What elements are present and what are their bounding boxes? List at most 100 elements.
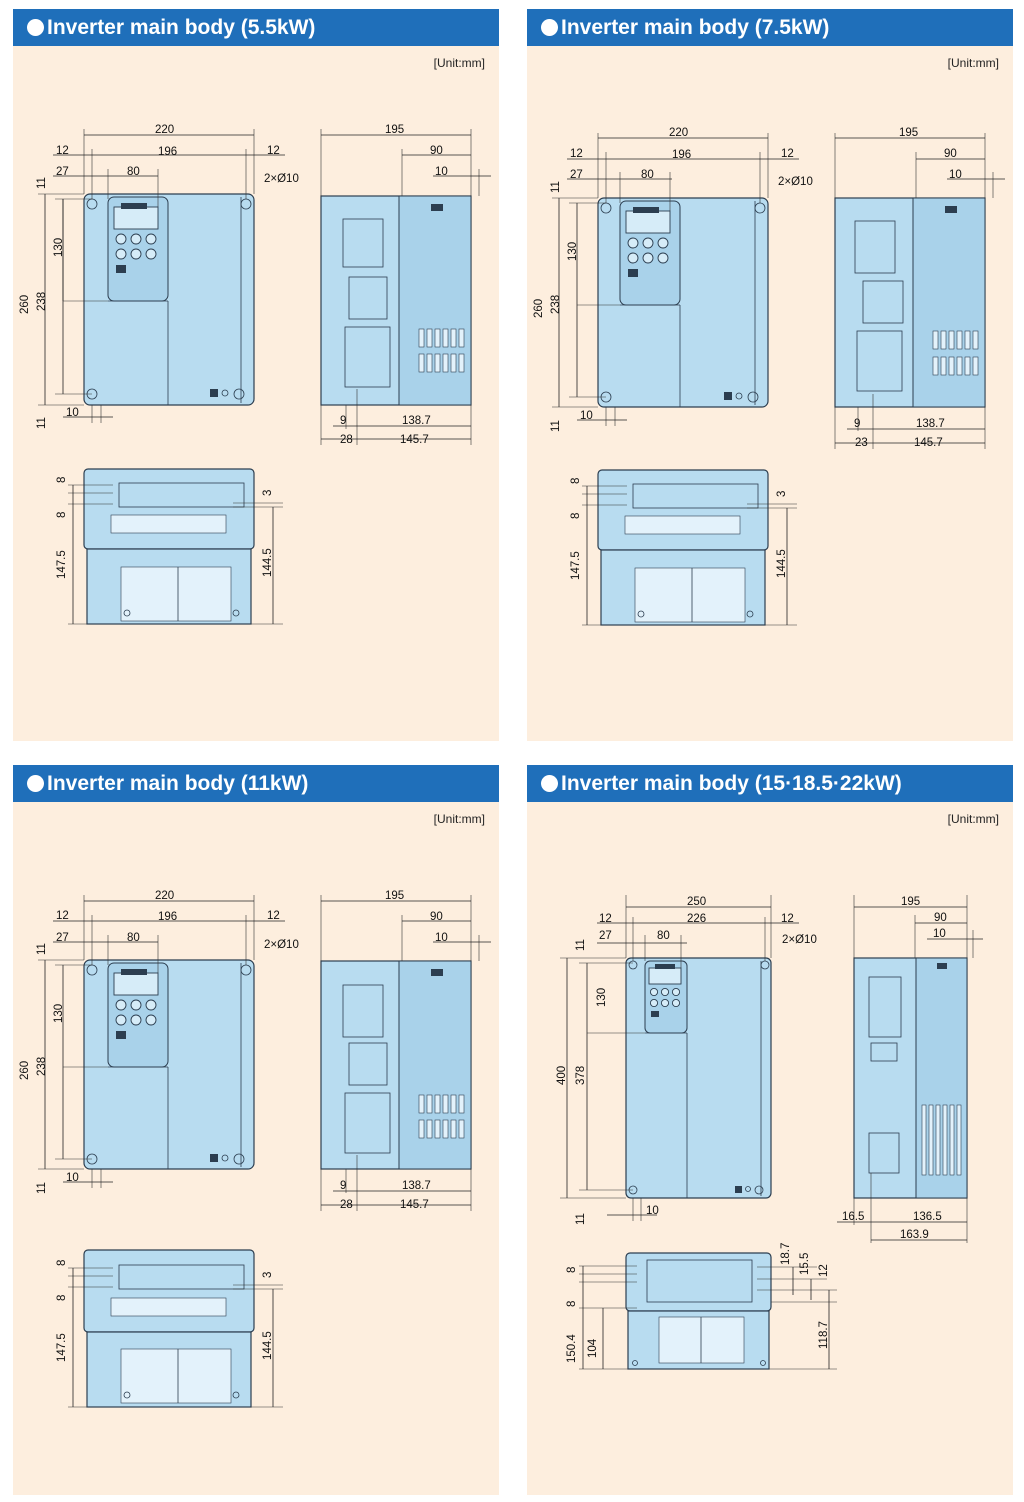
dim-bottom-a: 8 [566, 1267, 578, 1273]
unit-label: [Unit:mm] [947, 56, 999, 70]
dim-bottom: 11 [36, 417, 48, 429]
dim-margin-right: 12 [267, 145, 280, 157]
dim-bottom-offset: 10 [66, 407, 79, 419]
dim-depth-1: 90 [944, 148, 957, 160]
bullet-icon [541, 19, 558, 36]
dim-side-b4: 145.7 [400, 434, 429, 446]
side-view: 195 90 10 16.5 136.5 163.9 [837, 895, 983, 1243]
dim-margin-left: 12 [56, 910, 69, 922]
dim-height-inner: 238 [550, 295, 562, 314]
dim-width-total: 250 [687, 896, 706, 908]
dim-keypad-height: 130 [596, 988, 608, 1007]
dim-depth-1: 90 [934, 912, 947, 924]
bullet-icon [541, 775, 558, 792]
dim-margin-right: 12 [267, 910, 280, 922]
dim-bottom-c2: 104 [587, 1338, 599, 1358]
dim-depth-2: 10 [435, 166, 448, 178]
dim-bottom-a: 8 [56, 477, 68, 483]
dim-width-total: 220 [155, 124, 174, 136]
dim-bottom-e: 144.5 [262, 1331, 274, 1360]
dim-width-inner: 196 [158, 146, 177, 158]
dim-margin-left: 12 [570, 148, 583, 160]
dim-bottom-e: 15.5 [799, 1253, 811, 1275]
dim-hole: 2×Ø10 [778, 176, 813, 188]
dim-top: 11 [36, 177, 48, 189]
dim-width-inner: 226 [687, 913, 706, 925]
dim-side-b4: 145.7 [400, 1199, 429, 1211]
dim-bottom-d: 3 [262, 1272, 274, 1278]
dim-keypad-width: 80 [641, 169, 654, 181]
panel-title: Inverter main body (7.5kW) [561, 16, 830, 39]
dim-depth: 195 [385, 890, 404, 902]
panel-title: Inverter main body (11kW) [47, 772, 309, 795]
dim-bottom: 11 [36, 1182, 48, 1194]
dimension-drawing: 220 196 12 12 27 80 2×Ø10 260 238 11 130… [19, 890, 491, 1408]
dim-bottom-b: 8 [570, 513, 582, 519]
bullet-icon [27, 19, 44, 36]
dim-depth: 195 [385, 124, 404, 136]
dim-side-b3: 23 [855, 437, 868, 449]
dim-keypad-width: 80 [127, 166, 140, 178]
front-view: 220 196 12 12 27 80 2×Ø10 260 238 11 130… [533, 127, 813, 432]
panel-15-18-5-22kw: Inverter main body (15·18.5·22kW) [Unit:… [527, 765, 1013, 1495]
dim-side-b2: 138.7 [402, 1180, 431, 1192]
dim-hole: 2×Ø10 [264, 173, 299, 185]
dimension-drawing: 250 226 12 12 27 80 2×Ø10 400 378 11 130… [556, 895, 983, 1370]
dim-bottom-g: 118.7 [818, 1321, 830, 1349]
dim-margin-right: 12 [781, 148, 794, 160]
dim-top: 11 [575, 939, 587, 951]
dim-top: 11 [36, 943, 48, 955]
dim-keypad-width: 80 [657, 930, 670, 942]
dim-side-b1: 9 [340, 415, 346, 427]
dim-top: 11 [550, 181, 562, 193]
dim-margin-right: 12 [781, 913, 794, 925]
dim-bottom: 11 [550, 420, 562, 432]
dim-depth: 195 [901, 896, 920, 908]
side-view: 195 90 10 9 138.7 28 145.7 [320, 890, 491, 1211]
front-view: 250 226 12 12 27 80 2×Ø10 400 378 11 130… [556, 895, 817, 1225]
dim-depth-2: 10 [933, 928, 946, 940]
front-view: 220 196 12 12 27 80 2×Ø10 260 238 11 130… [19, 890, 299, 1194]
dim-side-b3: 28 [340, 434, 353, 446]
bottom-view: 8 8 147.5 3 144.5 [56, 468, 283, 625]
dim-depth-1: 90 [430, 145, 443, 157]
panel-7-5kw: Inverter main body (7.5kW) [Unit:mm] [527, 9, 1013, 741]
dimension-drawing: 220 196 12 12 27 80 2×Ø10 260 238 11 130… [19, 124, 491, 625]
dim-bottom-offset: 10 [580, 410, 593, 422]
dim-bottom-e: 144.5 [262, 548, 274, 577]
panel-header: Inverter main body (11kW) [13, 765, 499, 802]
panel-5-5kw: Inverter main body (5.5kW) [Unit:mm] [13, 9, 499, 741]
dim-height-total: 260 [19, 295, 31, 314]
dim-height-inner: 238 [36, 1057, 48, 1076]
dim-bottom-c: 147.5 [570, 551, 582, 580]
dim-side-b1: 16.5 [842, 1211, 864, 1223]
panel-header: Inverter main body (5.5kW) [13, 9, 499, 46]
dimension-drawing: 220 196 12 12 27 80 2×Ø10 260 238 11 130… [533, 127, 1005, 626]
dim-height-inner: 238 [36, 292, 48, 311]
dim-bottom-a: 8 [56, 1260, 68, 1266]
dim-margin-left: 12 [56, 145, 69, 157]
panel-11kw: Inverter main body (11kW) [Unit:mm] [13, 765, 499, 1495]
dim-bottom-d: 3 [776, 491, 788, 497]
dim-height-inner: 378 [575, 1066, 587, 1085]
dim-bottom-b: 8 [566, 1301, 578, 1307]
unit-label: [Unit:mm] [433, 812, 485, 826]
dim-bottom-e: 144.5 [776, 549, 788, 578]
dim-width-inner: 196 [158, 911, 177, 923]
dim-bottom-a: 8 [570, 478, 582, 484]
dim-height-total: 400 [556, 1066, 568, 1085]
dim-bottom: 11 [575, 1213, 587, 1225]
dim-side-b2: 138.7 [916, 418, 945, 430]
dim-side-b4: 163.9 [900, 1229, 929, 1241]
bottom-view: 8 8 147.5 3 144.5 [570, 469, 797, 626]
dim-width-total: 220 [155, 890, 174, 902]
dim-depth-2: 10 [435, 932, 448, 944]
panel-header: Inverter main body (15·18.5·22kW) [527, 765, 1013, 802]
dim-side-b4: 145.7 [914, 437, 943, 449]
panel-title: Inverter main body (15·18.5·22kW) [561, 772, 902, 795]
dim-side-b1: 9 [340, 1180, 346, 1192]
dim-bottom-d: 18.7 [780, 1243, 792, 1265]
dim-bottom-c: 147.5 [56, 550, 68, 579]
bottom-view: 8 8 147.5 3 144.5 [56, 1249, 283, 1408]
dim-width-inner: 196 [672, 149, 691, 161]
